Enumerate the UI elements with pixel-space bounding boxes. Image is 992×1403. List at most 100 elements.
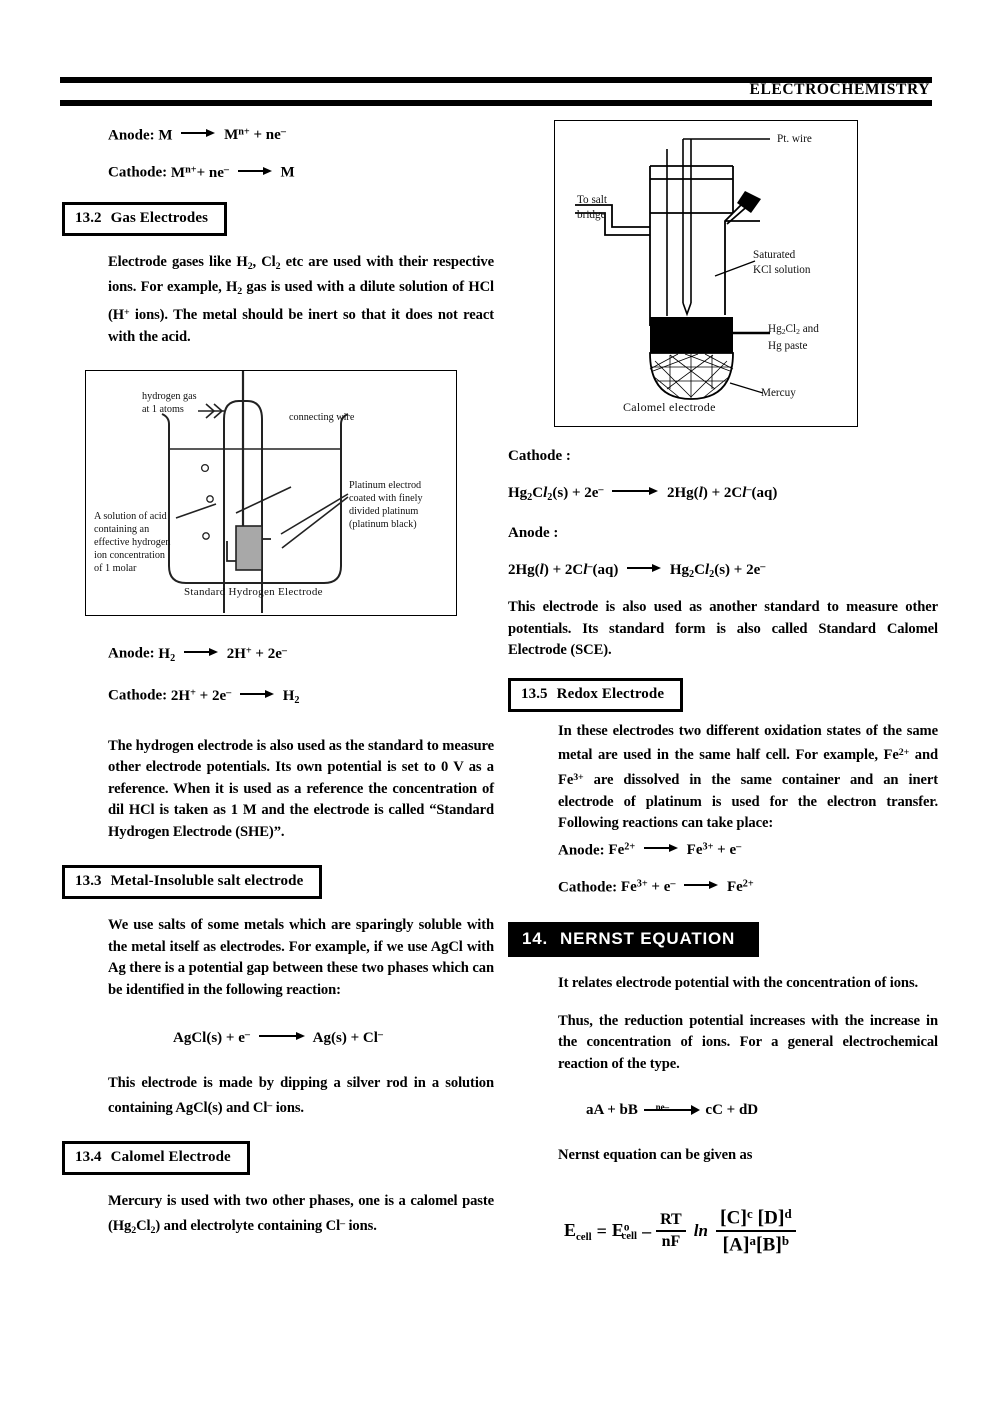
cathode-lhs: Mn++ ne– <box>170 164 229 181</box>
equation-agcl: AgCl(s) + e– Ag(s) + Cl– <box>62 1023 494 1051</box>
section-heading-14: 14. NERNST EQUATION <box>508 922 760 958</box>
anode-label: Anode: <box>108 127 155 144</box>
e-cell: Ecell <box>564 1219 592 1243</box>
cathode-label: Cathode: <box>108 687 168 704</box>
label-hg2cl2-paste: Hg2Cl2 and Hg paste <box>768 323 819 353</box>
left-column: Anode: M Mn+ + ne– Cathode: Mn++ ne– M 1… <box>62 120 494 1241</box>
section-title: NERNST EQUATION <box>560 929 736 949</box>
reaction-arrow-icon <box>258 1032 305 1041</box>
fraction-numerator: [C]c [D]d <box>719 1205 792 1229</box>
label-mercury: Mercuy <box>761 387 796 399</box>
figure-caption-calomel: Calomel electrode <box>623 400 716 414</box>
anode-label: Anode: <box>108 645 155 662</box>
platinum-electrode-plate <box>235 525 263 572</box>
calomel-diagram-svg <box>575 138 770 400</box>
right-column: Pt. wire To salt bridge Saturated KCl so… <box>508 120 938 1257</box>
cathode-lhs: Hg2Cl2(s) + 2e– <box>508 485 604 504</box>
cathode-rhs: M <box>280 164 295 181</box>
label-platinum-electrode: Platinum electrod coated with finely div… <box>349 480 423 531</box>
paragraph-redox-electrode: In these electrodes two different oxidat… <box>558 722 938 832</box>
section-number: 13.3 <box>75 873 102 889</box>
label-anode-calomel: Anode : <box>508 525 559 542</box>
reaction-arrow-icon <box>181 129 216 138</box>
agcl-rhs: Ag(s) + Cl– <box>312 1030 383 1047</box>
equation-cathode-hydrogen: Cathode: 2H+ + 2e– H2 <box>108 680 494 713</box>
equation-anode-metal: Anode: M Mn+ + ne– <box>108 120 494 148</box>
section-number: 13.4 <box>75 1149 102 1166</box>
mercury-hatching <box>649 353 734 399</box>
reaction-arrow-icon <box>627 564 662 573</box>
reaction-arrow-icon <box>643 843 678 852</box>
paragraph-nernst-3: Nernst equation can be given as <box>558 1147 753 1164</box>
sce-text-bold: Standard Calomel Electrode (SCE) <box>508 620 938 659</box>
ln-operator: ln <box>693 1221 708 1241</box>
paragraph-nernst-2: Thus, the reduction potential increases … <box>558 1012 938 1072</box>
gas-bubbles <box>200 464 214 541</box>
equation-anode-calomel: 2Hg(l) + 2Cl–(aq) Hg2Cl2(s) + 2e– <box>508 555 938 588</box>
anode-lhs: H2 <box>158 645 176 664</box>
section-title: Metal-Insoluble salt electrode <box>110 873 304 889</box>
formula-nernst-equation: Ecell = Eocell – RT nF ln [C]c [D]d [A]a… <box>564 1205 938 1258</box>
general-reaction-lhs: aA + bB <box>586 1102 638 1119</box>
label-acid-solution: A solution of acid containing an effecti… <box>94 511 171 575</box>
section-heading-13-2-wrapper: 13.2 Gas Electrodes <box>62 201 494 236</box>
fraction-bar <box>715 1230 796 1233</box>
fraction-bar <box>656 1230 686 1233</box>
section-heading-13-2: 13.2 Gas Electrodes <box>62 201 228 236</box>
fraction-rt-nf: RT nF <box>656 1210 686 1252</box>
fraction-denominator: [A]a[B]b <box>722 1233 790 1256</box>
anode-rhs: Hg2Cl2(s) + 2e– <box>669 562 766 581</box>
equation-anode-iron: Anode: Fe2+ Fe3+ + e– <box>558 835 938 863</box>
general-reaction-rhs: cC + dD <box>705 1102 759 1119</box>
section-number: 13.5 <box>521 685 548 702</box>
section-heading-14-wrapper: 14. NERNST EQUATION <box>508 922 938 958</box>
mercury-bulb <box>649 352 734 400</box>
minus-sign: – <box>642 1220 652 1241</box>
section-number: 14. <box>522 929 549 949</box>
reaction-arrow-icon <box>237 166 272 175</box>
paragraph-nernst-1: It relates electrode potential with the … <box>558 975 919 992</box>
anode-rhs: Fe3+ + e– <box>686 841 742 858</box>
paragraph-metal-insoluble-salt: We use salts of some metals which are sp… <box>108 917 494 998</box>
reaction-arrow-icon <box>239 689 274 698</box>
hg2cl2-paste-block <box>650 317 733 353</box>
anode-label: Anode: <box>558 841 605 858</box>
header-rule-bottom <box>60 100 932 106</box>
sce-text-end: . <box>607 642 612 659</box>
label-hydrogen-gas: hydrogen gas at 1 atoms <box>142 391 197 416</box>
figure-caption-she: Standard Hydrogen Electrode <box>184 586 323 599</box>
fraction-numerator: RT <box>660 1211 682 1229</box>
label-to-salt-bridge: To salt bridge <box>577 194 607 221</box>
cathode-rhs: H2 <box>282 687 300 706</box>
section-title: Gas Electrodes <box>110 209 209 226</box>
reaction-arrow-icon <box>612 487 659 496</box>
equation-anode-hydrogen: Anode: H2 2H+ + 2e– <box>108 638 494 671</box>
equals-sign: = <box>596 1220 607 1241</box>
anode-lhs: Fe2+ <box>608 841 636 858</box>
arrow-label: ne– <box>655 1102 670 1113</box>
anode-lhs: 2Hg(l) + 2Cl–(aq) <box>508 562 619 579</box>
label-cathode-calomel: Cathode : <box>508 448 571 464</box>
cathode-label: Cathode: <box>558 879 618 896</box>
label-pt-wire: Pt. wire <box>777 133 812 145</box>
figure-standard-hydrogen-electrode: hydrogen gas at 1 atoms connecting wire … <box>85 370 457 617</box>
paragraph-gas-electrodes: Electrode gases like H2, Cl2 etc are use… <box>108 253 494 345</box>
cathode-lhs: 2H+ + 2e– <box>170 687 232 704</box>
reaction-arrow-icon <box>684 881 719 890</box>
paragraph-calomel-intro: Mercury is used with two other phases, o… <box>108 1193 494 1236</box>
equation-cathode-metal: Cathode: Mn++ ne– M <box>108 157 494 185</box>
paragraph-sce: This electrode is also used as another s… <box>508 597 938 662</box>
reaction-arrow-labeled-icon: ne– <box>643 1099 700 1116</box>
fraction-denominator: nF <box>661 1233 681 1251</box>
anode-lhs: M <box>158 127 173 144</box>
sce-text-part1: This electrode is also used as another s… <box>508 599 938 637</box>
equation-general-reaction: aA + bB ne– cC + dD <box>586 1097 938 1123</box>
anode-rhs: Mn+ + ne– <box>224 127 286 144</box>
section-heading-13-3: 13.3 Metal-Insoluble salt electrode <box>62 865 323 899</box>
section-number: 13.2 <box>75 209 102 226</box>
equation-cathode-iron: Cathode: Fe3+ + e– Fe2+ <box>558 872 938 900</box>
